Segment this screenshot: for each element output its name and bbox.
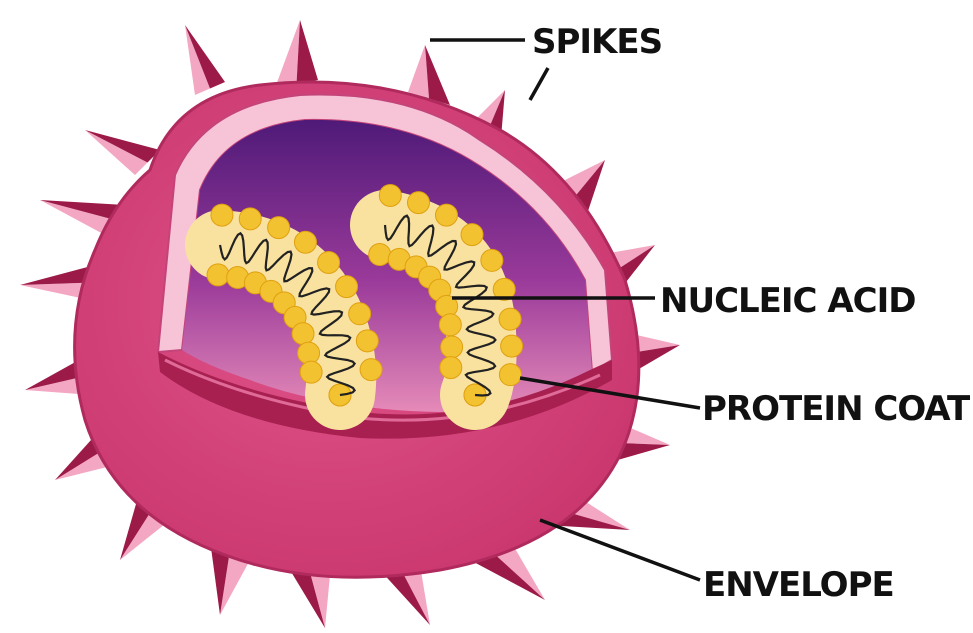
protein-capsomere [336, 276, 358, 298]
spikes-leader-line-2 [530, 68, 548, 100]
spike-face-light [275, 20, 300, 88]
protein-capsomere [439, 314, 461, 336]
protein-capsomere [481, 249, 503, 271]
protein-capsomere [349, 303, 371, 325]
label-spikes: SPIKES [532, 22, 662, 62]
protein-capsomere [300, 361, 322, 383]
protein-capsomere [379, 184, 401, 206]
label-nucleic-acid: NUCLEIC ACID [660, 281, 915, 321]
protein-capsomere [461, 224, 483, 246]
protein-capsomere [207, 264, 229, 286]
protein-capsomere [292, 323, 314, 345]
protein-capsomere [360, 359, 382, 381]
protein-capsomere [268, 217, 290, 239]
protein-capsomere [435, 204, 457, 226]
protein-capsomere [356, 330, 378, 352]
protein-capsomere [441, 336, 463, 358]
protein-capsomere [440, 357, 462, 379]
protein-capsomere [501, 335, 523, 357]
protein-capsomere [369, 244, 391, 266]
protein-capsomere [239, 208, 261, 230]
protein-capsomere [211, 204, 233, 226]
label-protein-coat: PROTEIN COAT [702, 389, 971, 429]
protein-capsomere [298, 342, 320, 364]
protein-capsomere [294, 231, 316, 253]
protein-capsomere [499, 308, 521, 330]
protein-capsomere [499, 364, 521, 386]
protein-capsomere [407, 192, 429, 214]
protein-capsomere [318, 251, 340, 273]
label-envelope: ENVELOPE [703, 565, 894, 605]
spike-face-dark [297, 20, 319, 84]
